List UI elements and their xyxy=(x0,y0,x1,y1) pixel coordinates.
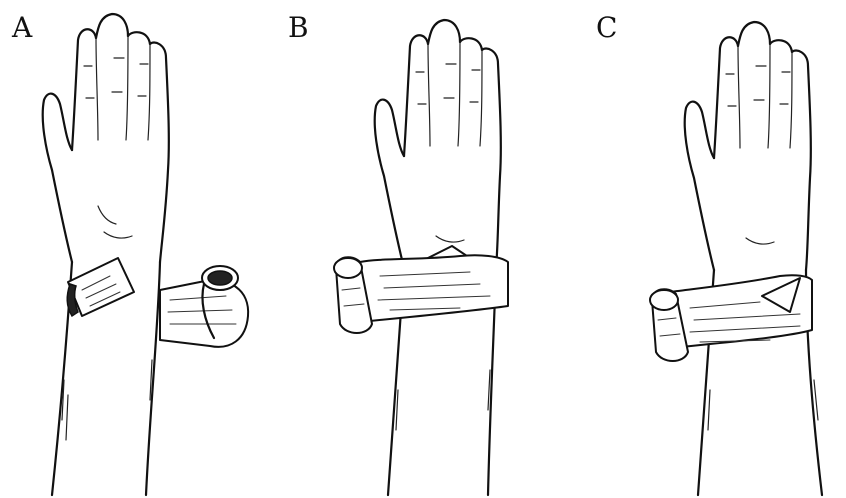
panel-a-hand xyxy=(43,14,248,495)
panel-b-hand xyxy=(334,20,508,495)
panel-c-hand xyxy=(650,22,822,495)
